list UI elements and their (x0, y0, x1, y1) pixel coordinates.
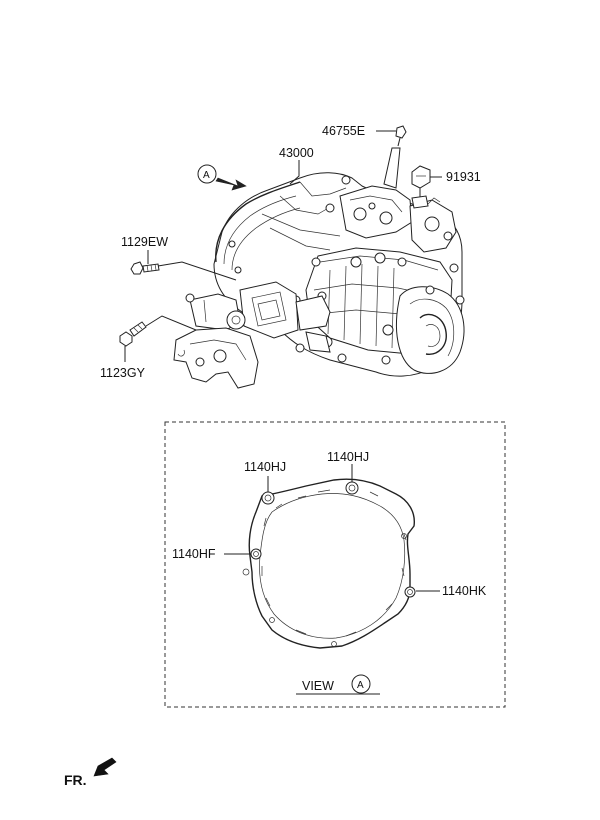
view-a-leader-lines (224, 464, 440, 592)
view-a-caption-underline (296, 674, 380, 695)
part-label-91931: 91931 (446, 170, 481, 184)
bolt-46755e-icon (395, 125, 407, 147)
part-label-1123gy: 1123GY (100, 366, 146, 380)
bolt-label-1140hf: 1140HF (172, 547, 216, 561)
bolt-label-1140hk: 1140HK (442, 584, 487, 598)
bolt-label-1140hj-right: 1140HJ (327, 450, 369, 464)
view-a-detail-box (164, 421, 506, 708)
bolt-1129ew-icon (130, 261, 160, 275)
leader-lines (124, 130, 442, 362)
view-a-marker-letter: A (203, 170, 210, 181)
view-a-direction-marker (197, 164, 247, 191)
part-label-46755e: 46755E (322, 124, 365, 138)
part-label-43000: 43000 (279, 146, 314, 160)
front-arrow-icon (93, 757, 117, 777)
transmission-assembly-illustration (173, 147, 465, 389)
bell-housing-flange-outline (242, 478, 416, 649)
bolt-label-1140hj-left: 1140HJ (244, 460, 286, 474)
front-label: FR. (64, 772, 87, 788)
view-label-marker-letter: A (357, 680, 364, 691)
bolt-1123gy-icon (119, 321, 147, 347)
part-label-1129ew: 1129EW (121, 235, 168, 249)
view-label: VIEW (302, 679, 334, 693)
